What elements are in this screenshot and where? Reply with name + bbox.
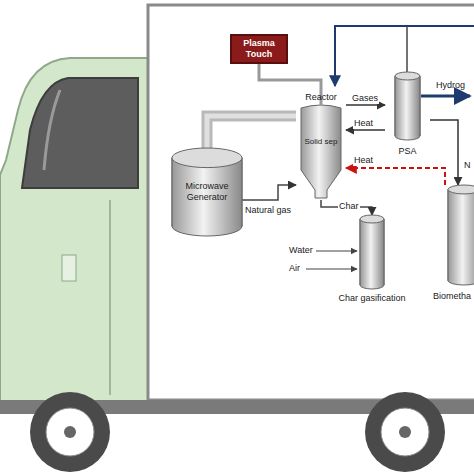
wheel xyxy=(365,392,445,472)
cargo-box xyxy=(148,5,474,400)
air-feed xyxy=(306,268,357,269)
water-feed xyxy=(316,250,357,251)
window-glare xyxy=(44,90,60,170)
feed-label: Air xyxy=(289,263,300,274)
hydrogen-outlet xyxy=(421,95,470,98)
flow-connector xyxy=(346,168,445,185)
wheel xyxy=(30,392,110,472)
flow-connector xyxy=(321,200,372,215)
node-title: Plasma Touch xyxy=(235,38,283,60)
product-label: Hydrog xyxy=(436,80,465,91)
reactor-vessel: ReactorSolid sep xyxy=(296,92,346,200)
door-line xyxy=(109,200,111,395)
flow-connector xyxy=(346,129,385,131)
flow-connector xyxy=(259,64,321,92)
node-title: PSA xyxy=(398,146,416,157)
recycle-line xyxy=(335,26,474,86)
node-subtitle: Solid sep xyxy=(305,137,338,147)
flow-connector xyxy=(242,185,296,200)
flow-connector xyxy=(430,120,458,185)
gasifier-column: Char gasification xyxy=(322,215,422,305)
cylinder-shape xyxy=(395,72,420,140)
cab-window xyxy=(22,78,138,188)
connector-label: Natural gas xyxy=(244,205,292,216)
cropped-label: N xyxy=(464,160,471,171)
psa-column: PSA xyxy=(385,72,430,158)
connector-label: Heat xyxy=(353,118,374,129)
cylinder-shape xyxy=(360,215,384,289)
node-title: Microwave Generator xyxy=(176,181,238,203)
cylinder-shape xyxy=(448,185,474,285)
waveguide-tube xyxy=(207,116,296,150)
pipe-line xyxy=(406,26,408,72)
connector-label: Char xyxy=(338,201,360,212)
plasma-torch-box: Plasma Touch xyxy=(230,34,288,64)
feed-label: Water xyxy=(289,245,313,256)
node-title: Biometha xyxy=(433,291,471,302)
door-handle xyxy=(62,255,76,281)
node-title: Reactor xyxy=(305,92,337,103)
truck-cab xyxy=(0,58,150,402)
flow-connector xyxy=(346,104,385,106)
waveguide-tube xyxy=(207,116,296,150)
connector-label: Heat xyxy=(353,155,374,166)
connector-label: Gases xyxy=(351,93,379,104)
biomethane-column: Biometha xyxy=(430,185,474,303)
generator-cylinder: Microwave Generator xyxy=(172,148,242,236)
node-title: Char gasification xyxy=(338,293,405,304)
